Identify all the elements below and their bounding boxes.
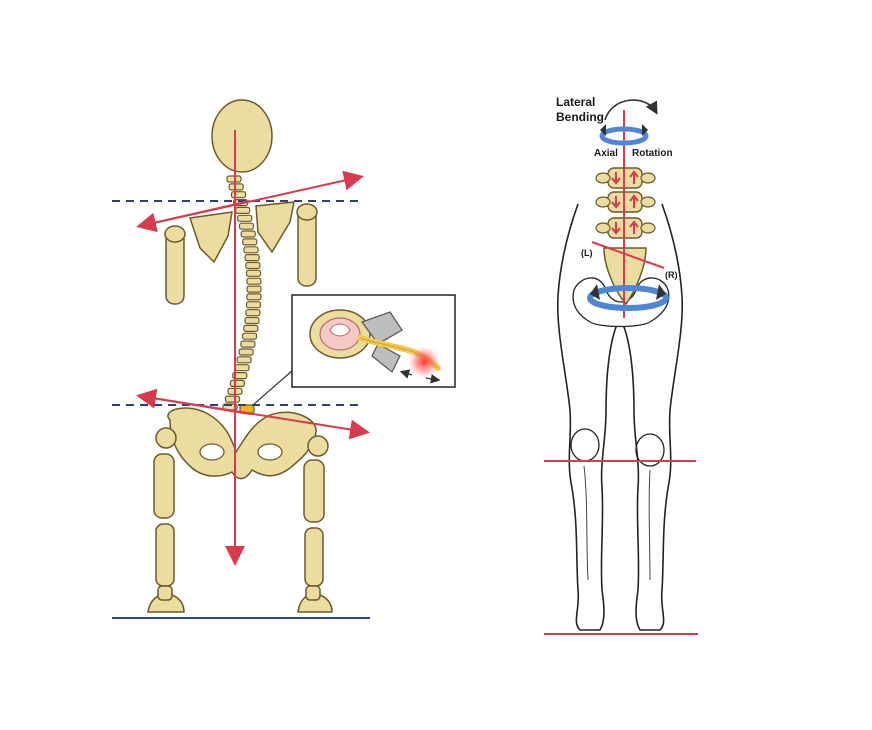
inset-pointer — [253, 369, 294, 405]
right-side-marker: (R) — [665, 270, 678, 280]
vertebra — [243, 246, 259, 254]
vertebra — [228, 183, 244, 191]
bending-label: Bending — [556, 110, 604, 124]
vertebra — [242, 238, 258, 246]
transverse-process — [595, 172, 611, 184]
left-leg — [147, 453, 185, 613]
up-down-arrow-icon — [629, 170, 639, 184]
left-knee — [570, 428, 600, 462]
up-down-arrow-icon — [611, 222, 621, 235]
left-arm — [164, 225, 186, 305]
shoulder-tilt-arrow-back — [136, 200, 251, 233]
vertebra — [243, 324, 259, 332]
vertebra — [245, 309, 261, 317]
vertebra — [236, 356, 252, 364]
vertebra — [234, 364, 250, 372]
vertebra — [229, 379, 245, 387]
right-knee — [635, 433, 665, 467]
obturator-right — [257, 443, 283, 461]
pelvic-tilt-arrow-back — [136, 388, 251, 415]
lumbar-spine — [595, 167, 656, 239]
right-hip-joint — [307, 435, 329, 457]
skull — [211, 99, 273, 173]
vertebra — [241, 332, 258, 340]
skeleton-figure — [112, 99, 370, 619]
vertebra — [245, 269, 262, 277]
obturator-left — [199, 443, 225, 461]
up-down-arrow-icon — [611, 172, 621, 185]
vertebra — [235, 206, 251, 214]
vertebra — [237, 214, 253, 222]
pain-site — [408, 346, 440, 378]
transverse-process — [640, 172, 656, 184]
vertebra — [244, 254, 260, 262]
right-scapula — [255, 201, 295, 254]
transverse-process — [640, 222, 656, 234]
vertebra — [224, 395, 241, 403]
transverse-process — [595, 196, 611, 208]
pelvic-obliquity-line — [591, 241, 665, 269]
rotation-ring-icon-pelvis — [587, 284, 669, 311]
vertebra — [246, 277, 262, 285]
right-leg — [297, 459, 333, 613]
vertebra — [245, 261, 261, 270]
right-arm — [296, 203, 318, 287]
up-down-arrow-icon — [611, 196, 621, 209]
vertebra — [246, 293, 262, 301]
vertebra — [246, 285, 262, 293]
up-down-arrow-icon — [629, 220, 639, 234]
vertebra — [244, 316, 260, 325]
vertebra — [232, 372, 248, 380]
up-down-arrow-icon — [629, 194, 639, 208]
nerve-compression-inset — [291, 294, 456, 388]
vertebra — [245, 301, 262, 309]
transverse-process — [640, 196, 656, 208]
vertebra — [238, 222, 255, 230]
vertebra — [240, 230, 256, 238]
spine — [222, 175, 262, 411]
left-side-marker: (L) — [581, 248, 593, 258]
rotation-label: Rotation — [632, 148, 673, 159]
vertebra — [238, 348, 254, 356]
left-scapula — [189, 211, 233, 264]
transverse-process — [595, 222, 611, 234]
left-hip-joint — [155, 427, 177, 449]
axial-label: Axial — [594, 148, 618, 159]
legs-figure: Lateral Bending Axial Rotation (L) (R) — [544, 95, 698, 635]
vertebra — [240, 340, 256, 348]
pelvis — [167, 407, 317, 480]
rotation-ring-icon — [599, 124, 649, 146]
curved-arrow-icon — [604, 99, 658, 121]
lateral-label: Lateral — [556, 95, 595, 109]
vertebra — [230, 191, 247, 199]
